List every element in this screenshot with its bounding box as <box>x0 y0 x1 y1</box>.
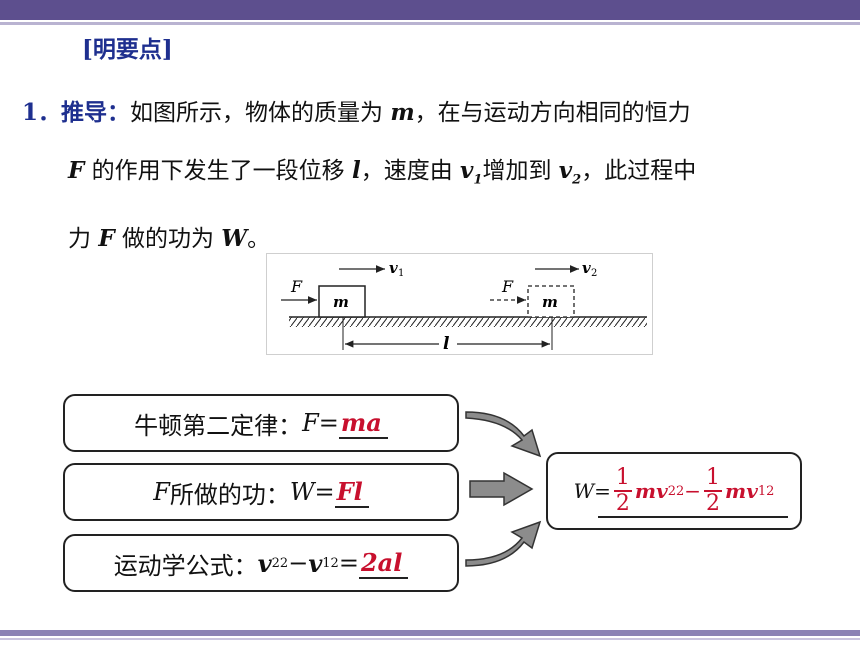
footer-bar <box>0 630 860 636</box>
text-segment: 力 <box>68 225 99 252</box>
kin-eq: = <box>338 549 359 577</box>
velocity-label-2-sub: 2 <box>591 268 597 279</box>
work-label: 所做的功： <box>169 480 290 509</box>
work-lhs: W= <box>289 478 335 506</box>
ground-hatch <box>289 317 647 327</box>
block-end-mass-label: m <box>542 293 558 311</box>
velocity-label-1-sub: 1 <box>398 268 404 279</box>
work-variable: W <box>221 224 248 252</box>
section-heading: [明要点] <box>82 36 173 63</box>
kin-v1-sup: 2 <box>330 555 339 571</box>
motion-diagram: m F v 1 m F v 2 l <box>266 253 653 355</box>
velocity-label-1: v <box>389 259 398 277</box>
result-mv2: mv <box>634 479 668 503</box>
fraction-bar <box>613 490 632 492</box>
header-bar <box>0 0 860 20</box>
block-start-mass-label: m <box>333 293 349 311</box>
paragraph-line-1: 1．推导：如图所示，物体的质量为 m，在与运动方向相同的恒力 <box>22 84 852 142</box>
header-divider <box>0 22 860 25</box>
fraction-bar <box>704 490 723 492</box>
force-label-start: F <box>290 277 303 296</box>
work-by-force-content: F 所做的功：W=Fl <box>65 465 457 519</box>
velocity-label-2: v <box>582 259 591 277</box>
result-v2-sub: 2 <box>667 483 676 499</box>
newton-second-law-content: 牛顿第二定律：F=ma <box>65 396 457 450</box>
text-segment: 的作用下发生了一段位移 <box>84 158 352 184</box>
text-segment: 增加到 <box>482 158 559 184</box>
newton-lhs: F= <box>302 409 339 437</box>
fraction-numerator: 1 <box>706 465 721 490</box>
result-lhs: W= <box>573 479 611 503</box>
fraction-denominator: 2 <box>706 491 721 516</box>
fraction-denominator: 2 <box>615 491 630 516</box>
text-segment: 。 <box>247 225 271 252</box>
velocity-1-subscript: 1 <box>473 172 483 188</box>
velocity-2-variable: v <box>558 157 573 184</box>
result-v1-sub: 1 <box>757 483 767 499</box>
kinematics-answer: 2al <box>358 548 409 579</box>
kin-v2-sup: 2 <box>279 555 289 571</box>
kin-v1: v <box>308 548 323 578</box>
kin-v2: v <box>257 548 272 578</box>
force-variable: F <box>68 157 85 184</box>
arrow-kinematics-to-result <box>465 520 542 567</box>
kin-v1-sub: 1 <box>322 555 331 571</box>
displacement-label: l <box>443 334 450 354</box>
velocity-2-subscript: 2 <box>572 172 582 188</box>
result-v2-sup: 2 <box>676 483 685 499</box>
velocity-1-variable: v <box>460 157 474 184</box>
text-segment: ，速度由 <box>360 158 461 184</box>
paragraph-line-2: F 的作用下发生了一段位移 l，速度由 v1增加到 v2，此过程中 <box>22 142 852 210</box>
text-segment: ，此过程中 <box>581 158 697 184</box>
block-start <box>318 285 366 318</box>
point-keyword: 推导： <box>61 99 131 126</box>
arrow-work-to-result <box>469 471 534 507</box>
work-force-var: F <box>153 478 170 506</box>
derivation-paragraph: 1．推导：如图所示，物体的质量为 m，在与运动方向相同的恒力 F 的作用下发生了… <box>22 84 852 268</box>
paragraph-line-3: 力 F 做的功为 W。 <box>22 210 852 268</box>
newton-label: 牛顿第二定律： <box>134 411 303 440</box>
result-underline <box>598 516 788 518</box>
text-segment: 如图所示，物体的质量为 <box>130 100 391 126</box>
mass-variable: m <box>390 99 415 126</box>
work-by-force-box: F 所做的功：W=Fl <box>63 463 459 521</box>
kinematics-label: 运动学公式： <box>113 551 258 580</box>
work-answer: Fl <box>334 477 369 508</box>
arrow-newton-to-result <box>465 411 542 458</box>
point-number: 1． <box>22 99 62 126</box>
force-variable: F <box>98 224 115 252</box>
motion-diagram-svg: m F v 1 m F v 2 l <box>281 259 647 354</box>
text-segment: 做的功为 <box>114 225 222 252</box>
block-end <box>527 285 575 318</box>
force-label-end: F <box>501 277 514 296</box>
result-minus: − <box>684 479 702 503</box>
kin-v2-sub: 2 <box>271 555 280 571</box>
fraction-numerator: 1 <box>615 465 630 490</box>
displacement-variable: l <box>351 157 361 184</box>
kin-minus: − <box>288 549 309 577</box>
text-segment: ，在与运动方向相同的恒力 <box>414 100 691 126</box>
footer-divider <box>0 638 860 640</box>
result-v1-sup: 2 <box>766 483 775 499</box>
newton-answer: ma <box>338 408 388 439</box>
result-mv1: mv <box>725 479 758 503</box>
newton-second-law-box: 牛顿第二定律：F=ma <box>63 394 459 452</box>
